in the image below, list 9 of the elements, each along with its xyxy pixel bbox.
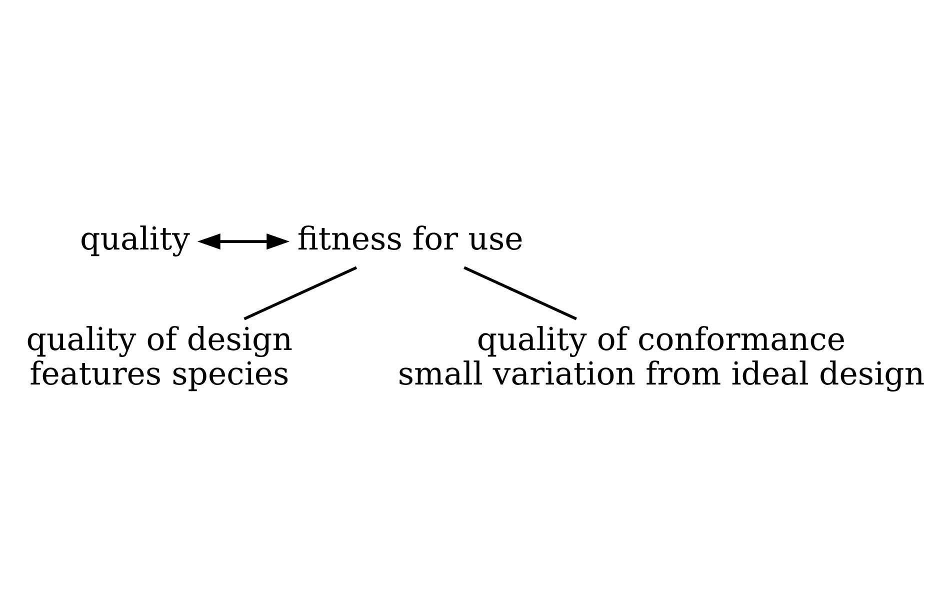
node-label: features species	[30, 356, 290, 392]
node-text: quality of conformance	[476, 322, 846, 358]
connector	[244, 266, 358, 320]
arrow	[197, 234, 290, 250]
node-label: small variation from ideal design	[398, 356, 925, 392]
node-text: fitness for use	[297, 222, 524, 258]
node-text: quality of design	[26, 322, 293, 358]
connector	[464, 266, 578, 320]
node-text: quality	[80, 222, 190, 258]
